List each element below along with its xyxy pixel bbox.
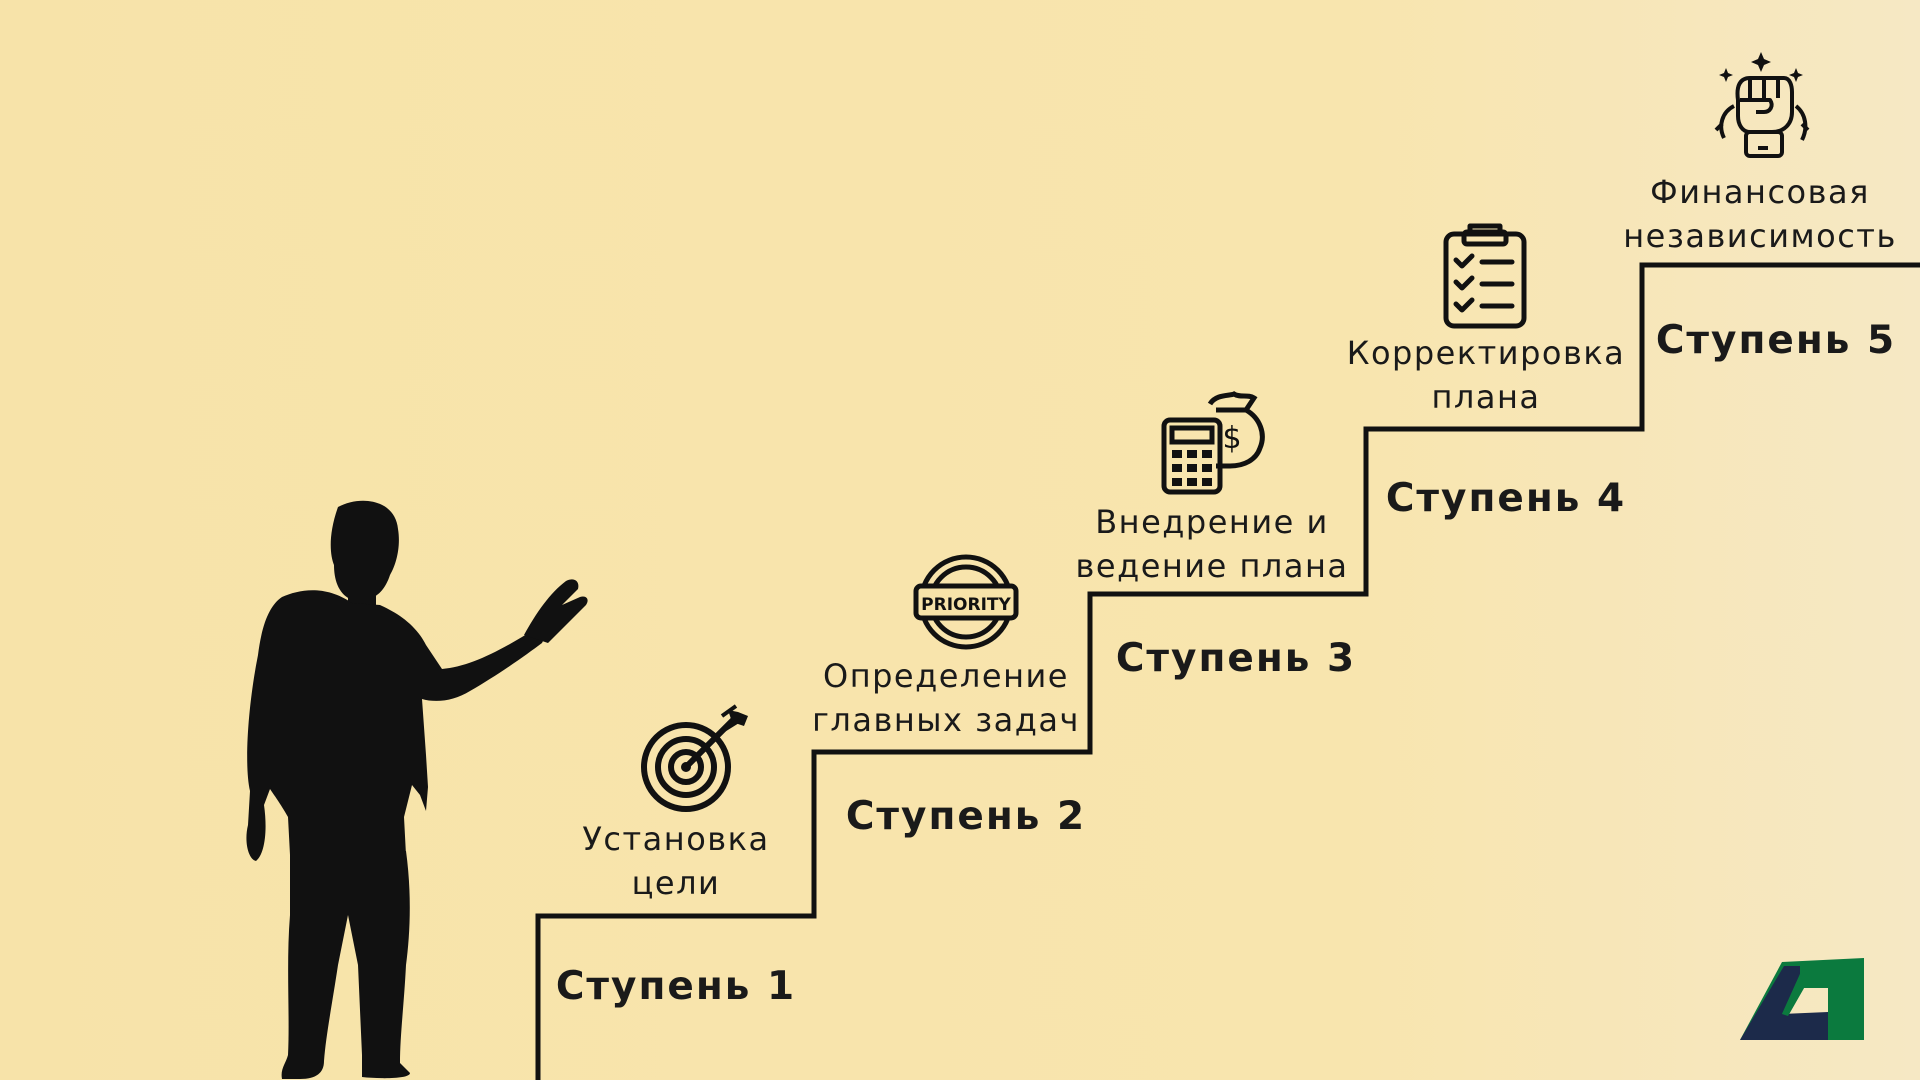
step-4-name: Ступень 4 [1385, 476, 1627, 521]
raised-fist-icon [1714, 52, 1810, 158]
step-3-label-line-2: ведение плана [1075, 547, 1349, 585]
step-1-label: Установка цели [582, 817, 769, 905]
step-3-name: Ступень 3 [1115, 636, 1357, 681]
dollar-sign: $ [1222, 421, 1241, 456]
step-5-name: Ступень 5 [1655, 318, 1897, 363]
priority-stamp-icon: PRIORITY [913, 554, 1019, 650]
step-2-label-line-1: Определение [823, 657, 1069, 695]
step-4-label: Корректировка плана [1347, 331, 1626, 419]
step-3-label: Внедрение и ведение плана [1076, 500, 1349, 588]
step-4-label-line-2: плана [1431, 378, 1541, 416]
step-4-label-line-1: Корректировка [1346, 334, 1626, 372]
clipboard-checklist-icon [1443, 223, 1527, 329]
step-1-label-line-2: цели [631, 864, 721, 902]
step-5-label: Финансовая независимость [1623, 170, 1897, 258]
step-5-label-line-1: Финансовая [1650, 173, 1870, 211]
step-2-label-line-2: главных задач [812, 701, 1080, 739]
target-icon [641, 704, 748, 812]
step-3-label-line-1: Внедрение и [1095, 503, 1329, 541]
calculator-money-bag-icon: $ [1161, 391, 1265, 495]
brand-logo [1740, 958, 1864, 1040]
step-1-label-line-1: Установка [582, 820, 770, 858]
step-2-label: Определение главных задач [812, 654, 1080, 742]
step-1-name: Ступень 1 [555, 964, 797, 1009]
step-5-label-line-2: независимость [1623, 217, 1897, 255]
step-2-name: Ступень 2 [845, 794, 1087, 839]
businessman-silhouette [246, 500, 588, 1079]
priority-stamp-text: PRIORITY [921, 595, 1011, 615]
